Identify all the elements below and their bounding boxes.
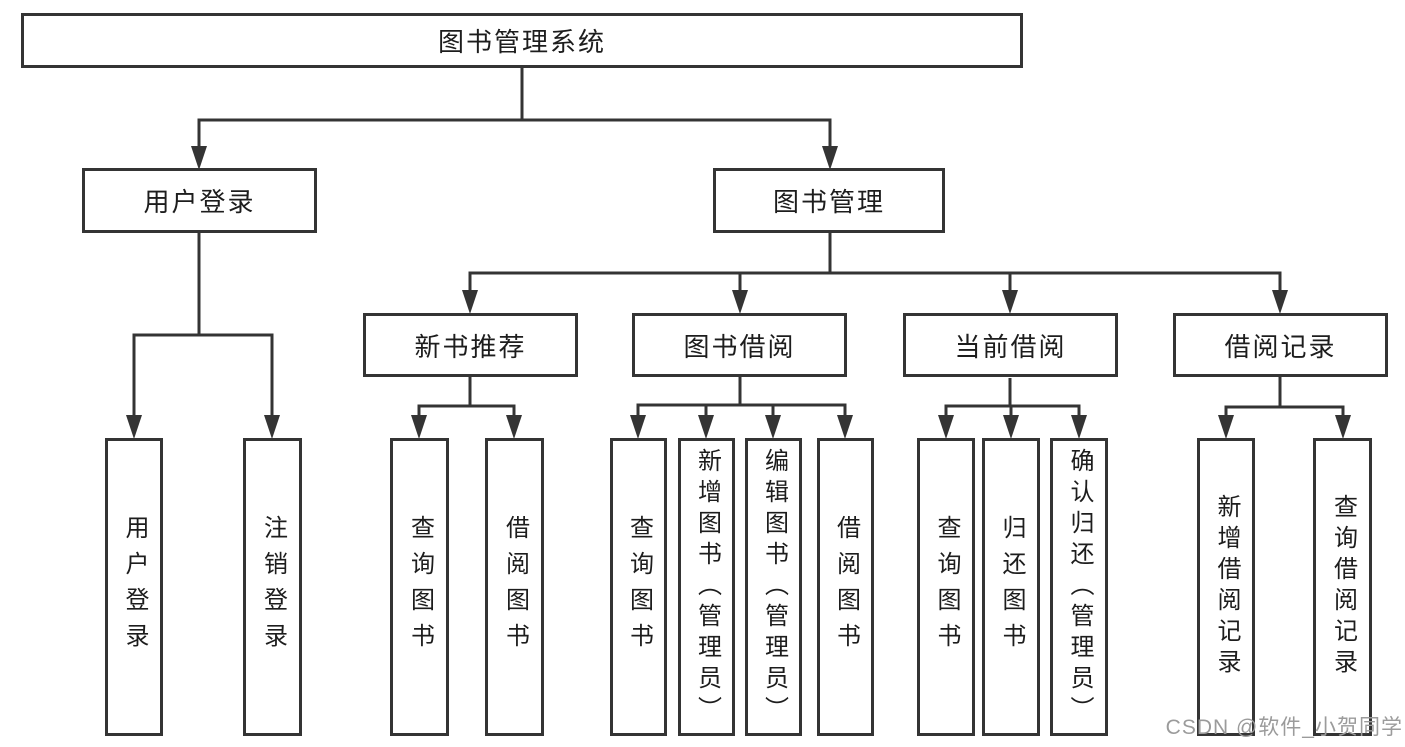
leaf-query-books-current: 查询图书	[917, 438, 975, 736]
node-book-management: 图书管理	[713, 168, 945, 233]
node-book-borrowing-label: 图书借阅	[683, 331, 796, 362]
node-book-borrowing: 图书借阅	[632, 313, 847, 377]
node-borrowing-records-label: 借阅记录	[1224, 331, 1337, 362]
leaf-query-books-recommend: 查询图书	[390, 438, 449, 736]
leaf-borrow-books-recommend-label: 借阅图书	[501, 515, 529, 659]
leaf-edit-book-admin: 编辑图书（管理员）	[745, 438, 802, 736]
leaf-add-borrow-record: 新增借阅记录	[1197, 438, 1255, 736]
leaf-user-login-label: 用户登录	[121, 515, 148, 659]
leaf-borrow-books-borrowing-label: 借阅图书	[832, 515, 860, 659]
leaf-add-borrow-record-label: 新增借阅记录	[1213, 494, 1240, 680]
leaf-query-books-current-label: 查询图书	[933, 515, 960, 659]
leaf-borrow-books-recommend: 借阅图书	[485, 438, 544, 736]
node-user-login-label: 用户登录	[143, 187, 256, 217]
leaf-query-borrow-record-label: 查询借阅记录	[1329, 494, 1357, 680]
leaf-add-book-admin: 新增图书（管理员）	[678, 438, 735, 736]
node-current-borrowing: 当前借阅	[903, 313, 1118, 377]
leaf-borrow-books-borrowing: 借阅图书	[817, 438, 874, 736]
arrowheads	[126, 146, 1351, 439]
node-borrowing-records: 借阅记录	[1173, 313, 1388, 377]
node-user-login: 用户登录	[82, 168, 317, 233]
leaf-edit-book-admin-label: 编辑图书（管理员）	[760, 447, 788, 727]
leaf-logout-label: 注销登录	[259, 515, 287, 659]
leaf-confirm-return-admin: 确认归还（管理员）	[1050, 438, 1108, 736]
leaf-return-books-label: 归还图书	[998, 515, 1025, 659]
node-root-label: 图书管理系统	[437, 27, 606, 57]
leaf-return-books: 归还图书	[982, 438, 1040, 736]
node-new-book-recommend: 新书推荐	[363, 313, 578, 377]
node-current-borrowing-label: 当前借阅	[954, 331, 1067, 362]
leaf-query-borrow-record: 查询借阅记录	[1313, 438, 1372, 736]
node-new-book-recommend-label: 新书推荐	[414, 331, 527, 362]
csdn-watermark: CSDN @软件_小贺同学	[1165, 716, 1403, 739]
leaf-query-books-recommend-label: 查询图书	[406, 515, 434, 659]
leaf-query-books-borrowing-label: 查询图书	[625, 515, 653, 659]
leaf-confirm-return-admin-label: 确认归还（管理员）	[1066, 447, 1093, 727]
node-book-management-label: 图书管理	[772, 187, 885, 217]
leaf-add-book-admin-label: 新增图书（管理员）	[693, 447, 721, 727]
leaf-query-books-borrowing: 查询图书	[610, 438, 667, 736]
leaf-user-login: 用户登录	[105, 438, 163, 736]
leaf-logout: 注销登录	[243, 438, 302, 736]
node-root-library-management-system: 图书管理系统	[21, 13, 1023, 68]
